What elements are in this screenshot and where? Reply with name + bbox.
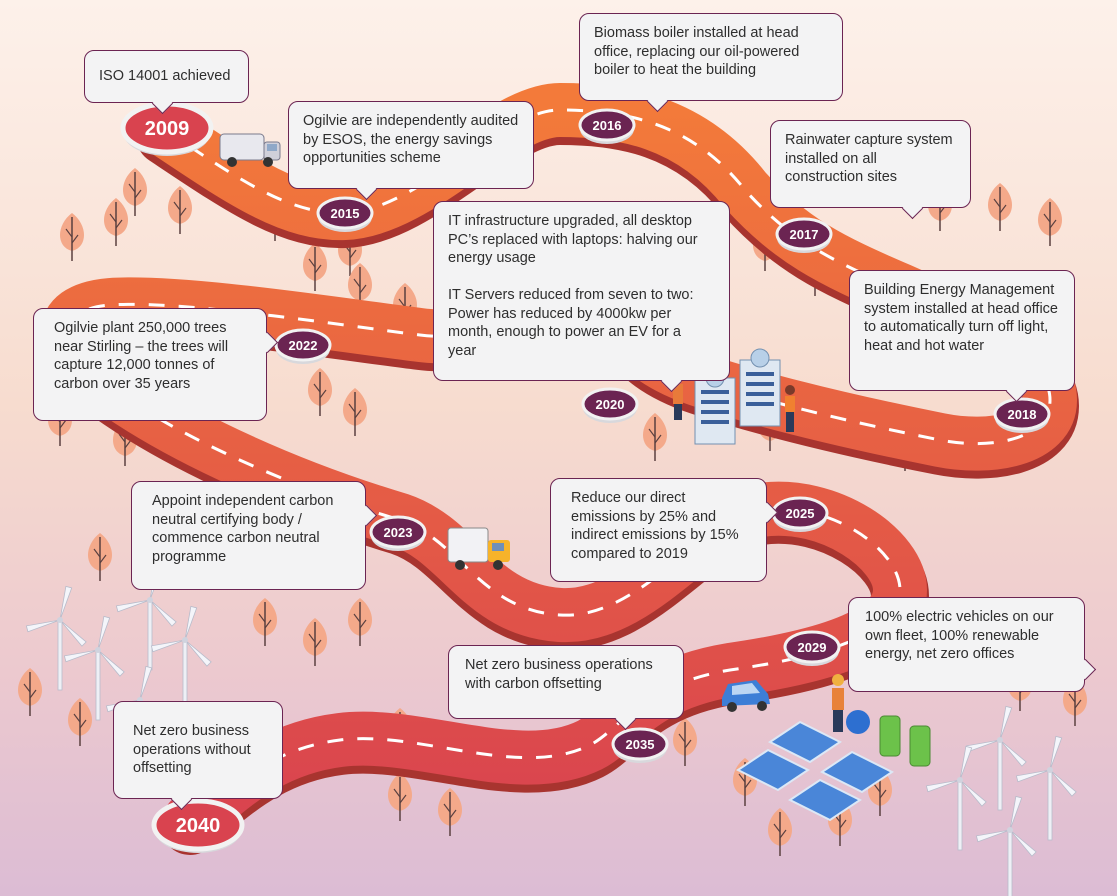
tree-icon [104,198,128,246]
callout-2020: IT infrastructure upgraded, all desktop … [433,201,730,381]
tree-icon [768,808,792,856]
electric-car-icon [722,680,770,712]
tree-icon [18,668,42,716]
callout-2016: Biomass boiler installed at head office,… [579,13,843,101]
year-marker-2040: 2040 [151,798,245,853]
year-label: 2040 [176,815,221,837]
year-label: 2015 [331,206,360,221]
year-marker-2017: 2017 [775,217,833,253]
year-marker-2025: 2025 [771,496,829,532]
year-markers: 2009 2015 2016 2017 2018 2020 2022 2023 2025 2029… [120,101,1051,853]
tree-icon [643,413,667,461]
year-label: 2035 [626,737,655,752]
callout-2035: Net zero business operations with carbon… [448,645,684,719]
year-marker-2022: 2022 [274,328,332,364]
year-marker-2016: 2016 [578,108,636,144]
callout-2022: Ogilvie plant 250,000 trees near Stirlin… [33,308,267,421]
tree-icon [348,598,372,646]
tree-icon [123,168,147,216]
tree-icon [988,183,1012,231]
year-marker-2023: 2023 [369,515,427,551]
tree-icon [303,243,327,291]
tree-icon [343,388,367,436]
callout-2017: Rainwater capture system installed on al… [770,120,971,208]
callout-2023: Appoint independent carbon neutral certi… [131,481,366,590]
year-marker-2029: 2029 [783,630,841,666]
callout-2025: Reduce our direct emissions by 25% and i… [550,478,767,582]
year-marker-2009: 2009 [120,101,214,156]
wind-turbine-icon [1015,735,1077,841]
tree-icon [1038,198,1062,246]
tree-icon [673,718,697,766]
battery-icon [879,715,931,767]
tree-icon [168,186,192,234]
callout-2009: ISO 14001 achieved [84,50,249,103]
wind-turbine-icon [150,605,212,711]
year-label: 2020 [596,397,625,412]
year-marker-2015: 2015 [316,196,374,232]
tree-icon [308,368,332,416]
callout-2015: Ogilvie are independently audited by ESO… [288,101,534,189]
year-label: 2023 [384,525,413,540]
delivery-truck-icon [447,527,510,570]
van-icon [219,133,281,167]
year-label: 2029 [798,640,827,655]
wind-turbine-icon [63,615,125,721]
year-marker-2035: 2035 [611,727,669,763]
tree-icon [348,263,372,311]
year-label: 2009 [145,118,190,140]
solar-panels-illustration [736,674,931,822]
tree-icon [253,598,277,646]
tree-icon [60,213,84,261]
wind-turbine-icon [965,705,1027,811]
tree-icon [303,618,327,666]
callout-2018: Building Energy Management system instal… [849,270,1075,391]
wind-turbine-icon [975,795,1037,896]
year-label: 2016 [593,118,622,133]
callout-2040: Net zero business operations without off… [113,701,283,799]
tree-icon [438,788,462,836]
wind-turbine-icon [25,585,87,691]
wind-turbine-icon [925,745,987,851]
year-label: 2017 [790,227,819,242]
year-label: 2022 [289,338,318,353]
tree-icon [68,698,92,746]
year-marker-2020: 2020 [581,387,639,423]
callout-2029: 100% electric vehicles on our own fleet,… [848,597,1085,692]
tree-icon [388,773,412,821]
tree-icon [88,533,112,581]
year-label: 2025 [786,506,815,521]
year-label: 2018 [1008,407,1037,422]
year-marker-2018: 2018 [993,397,1051,433]
